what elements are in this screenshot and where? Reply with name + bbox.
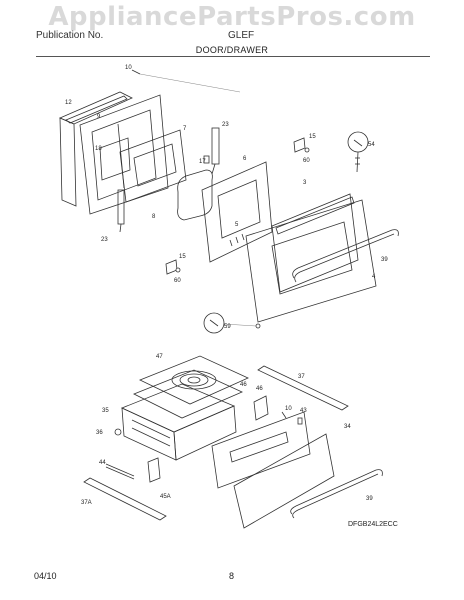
callout-10-lower: 10 [285, 406, 292, 412]
part-drawer-panel-34 [233, 433, 335, 529]
callout-37: 37 [298, 374, 305, 380]
callout-60-lower: 60 [174, 278, 181, 284]
part-bracket-15-upper [293, 137, 310, 153]
callout-23-lower: 23 [101, 237, 108, 243]
callout-47: 47 [156, 354, 163, 360]
part-hinge-23-upper [211, 127, 220, 175]
part-insulation-6 [201, 161, 273, 263]
model-label: GLEF [228, 30, 255, 41]
part-drawer-front-inner [211, 411, 311, 489]
callout-12: 12 [65, 100, 72, 106]
callout-46-left: 46 [240, 382, 247, 388]
watermark: AppliancePartsPros.com [48, 2, 416, 32]
part-drawer-body-35 [120, 383, 237, 461]
callout-43: 43 [300, 408, 307, 414]
callout-34: 34 [344, 424, 351, 430]
callout-4: 4 [372, 274, 376, 280]
callout-5: 5 [235, 222, 239, 228]
footer-date: 04/10 [34, 571, 57, 581]
part-inner-panel-3 [271, 193, 359, 293]
callout-46-right: 46 [256, 386, 263, 392]
footer-page-number: 8 [229, 571, 235, 581]
callout-15-lower: 15 [179, 254, 186, 260]
callout-39-upper: 39 [381, 257, 388, 263]
part-drawer-tray-46 [133, 369, 243, 419]
page-title: DOOR/DRAWER [195, 45, 269, 55]
callout-3: 3 [303, 180, 307, 186]
callout-23-upper: 23 [222, 122, 229, 128]
part-slide-rail-37a [83, 477, 167, 521]
part-baffle-18 [99, 137, 131, 181]
publication-label: Publication No. [36, 30, 104, 41]
part-door-frame-12 [58, 91, 133, 207]
callout-18: 18 [95, 146, 102, 152]
diagram-code: DFGB24L2ECC [348, 521, 398, 528]
part-bracket-15-lower [165, 259, 181, 275]
callout-15-upper: 15 [309, 134, 316, 140]
callout-36: 36 [96, 430, 103, 436]
part-bracket-46-right [253, 395, 269, 421]
part-outer-glass-4 [245, 199, 377, 323]
part-inner-glass-7 [119, 129, 187, 203]
part-spring-44 [105, 463, 135, 480]
part-foot-36 [114, 428, 122, 436]
part-screw-10-lower [281, 411, 287, 419]
part-screw-detail-54 [347, 131, 369, 173]
part-hinge-23-lower [117, 189, 125, 233]
callout-7: 7 [183, 126, 187, 132]
callout-54: 54 [368, 142, 375, 148]
part-screw-10 [131, 69, 241, 93]
callout-35: 35 [102, 408, 109, 414]
part-clip-17 [203, 155, 210, 164]
part-drawer-handle-39 [290, 469, 383, 519]
callout-6: 6 [243, 156, 247, 162]
header-rule [36, 56, 430, 57]
callout-9: 9 [97, 114, 101, 120]
callout-10: 10 [125, 65, 132, 71]
part-gasket-8 [177, 169, 213, 221]
part-clip-43 [297, 417, 303, 425]
callout-17: 17 [199, 159, 206, 165]
callout-59: 59 [224, 324, 231, 330]
part-screw-detail-59 [203, 312, 261, 334]
callout-39-lower: 39 [366, 496, 373, 502]
part-handle-39 [292, 229, 399, 283]
part-bracket-45a [147, 457, 161, 483]
callout-60-upper: 60 [303, 158, 310, 164]
callout-45a: 45A [160, 494, 171, 500]
callout-44: 44 [99, 460, 106, 466]
callout-37a: 37A [81, 500, 92, 506]
callout-8: 8 [152, 214, 156, 220]
part-slide-rail-37 [257, 365, 349, 411]
